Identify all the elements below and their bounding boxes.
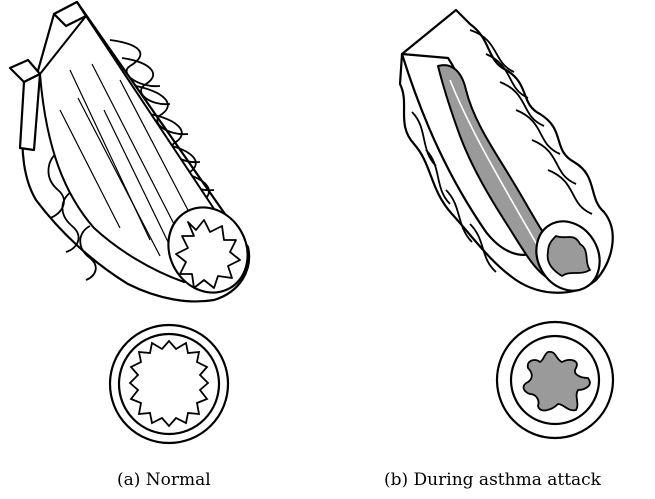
asthma-airway-cross-section [497,322,613,438]
normal-airway-longitudinal [10,2,263,307]
caption-normal: (a) Normal [117,470,211,490]
caption-asthma-attack: (b) During asthma attack [384,470,601,490]
normal-airway-cross-section [110,325,228,443]
asthma-airway-longitudinal [400,10,613,302]
